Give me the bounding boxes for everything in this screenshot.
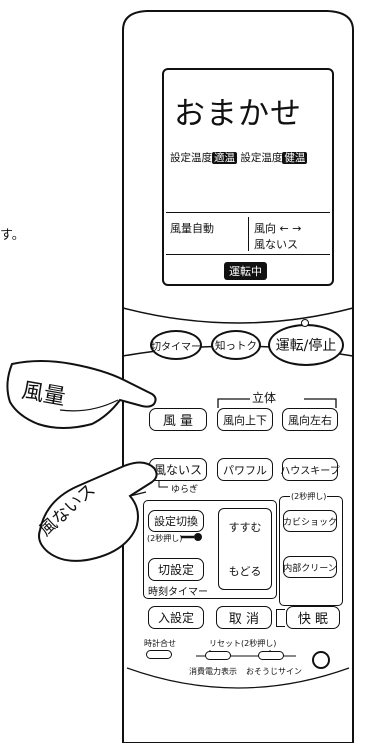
side-text: す。: [0, 228, 25, 243]
direction-arrows: ← →: [279, 222, 302, 235]
lcd-divider: [166, 254, 330, 255]
inner-clean-button[interactable]: 内部クリーン: [283, 556, 337, 578]
lcd-display: おまかせ 設定温度適温 設定温度健温 風量自動 風向 ← → 風ないス 運転中: [162, 68, 334, 286]
vertical-swing-button[interactable]: 風向上下: [217, 408, 273, 431]
off-timer-button[interactable]: 切タイマー: [150, 330, 202, 360]
temp-label-1: 設定温度: [170, 152, 212, 164]
cancel-button[interactable]: 取 消: [216, 606, 272, 629]
power-display-button[interactable]: [205, 651, 231, 660]
advance-button[interactable]: すすむ: [228, 520, 262, 534]
off-set-button[interactable]: 切設定: [148, 558, 204, 581]
power-button[interactable]: 運転/停止: [268, 324, 344, 366]
mold-check-button[interactable]: カビショック: [283, 510, 337, 532]
cleaning-sign-button[interactable]: [258, 651, 284, 660]
temp-mode-1: 適温: [212, 152, 237, 164]
status-badge: 運転中: [224, 262, 267, 280]
two-sec-label-2: (2秒押し): [147, 534, 183, 543]
temp-row: 設定温度適温 設定温度健温: [170, 150, 308, 165]
reset-label: リセット(2秒押し): [209, 639, 277, 648]
power-led-icon: [301, 319, 309, 327]
key-icon: [181, 533, 202, 541]
direction-label: 風向: [254, 222, 276, 235]
no-wind-label: 風ないス: [254, 238, 298, 251]
fan-speed-button[interactable]: 風 量: [149, 408, 207, 431]
clock-set-label: 時計合せ: [144, 639, 176, 648]
direction-row: 風向 ← →: [254, 220, 301, 236]
cleaning-sign-label: おそうじサイン: [246, 667, 302, 676]
yuragi-label: ゆらぎ: [171, 485, 199, 495]
know-toku-button[interactable]: 知っトク: [211, 330, 261, 360]
no-wind-button[interactable]: 風ないス: [149, 458, 207, 481]
on-set-button[interactable]: 入設定: [148, 606, 204, 629]
rittai-bracket: [217, 398, 337, 408]
house-keep-button[interactable]: ハウスキープ: [280, 458, 340, 481]
yuragi-bracket: [158, 481, 168, 488]
setting-switch-button[interactable]: 設定切換: [148, 510, 204, 532]
lcd-divider: [248, 217, 249, 251]
reset-hole-icon[interactable]: [312, 651, 330, 669]
clock-set-button[interactable]: [146, 650, 172, 659]
pointing-hand-icon: [38, 461, 158, 562]
mode-text: おまかせ: [174, 96, 302, 132]
temp-label-2: 設定温度: [240, 152, 283, 164]
fan-label: 風量自動: [170, 222, 214, 235]
temp-mode-2: 健温: [282, 152, 308, 164]
clock-timer-label: 時刻タイマー: [148, 587, 208, 598]
two-sec-label: (2秒押し): [290, 491, 328, 502]
pointing-hand-icon: [6, 360, 157, 429]
rittai-label: 立体: [252, 391, 277, 405]
sleep-button[interactable]: 快 眠: [286, 606, 340, 629]
nav-pad: [218, 508, 272, 590]
horizontal-swing-button[interactable]: 風向左右: [282, 408, 338, 431]
power-display-label: 消費電力表示: [189, 667, 237, 676]
powerful-button[interactable]: パワフル: [217, 458, 273, 481]
back-button[interactable]: もどる: [228, 564, 262, 578]
left-group-box: [143, 500, 277, 599]
lcd-divider: [166, 212, 330, 213]
sleep-bracket: [276, 609, 285, 627]
